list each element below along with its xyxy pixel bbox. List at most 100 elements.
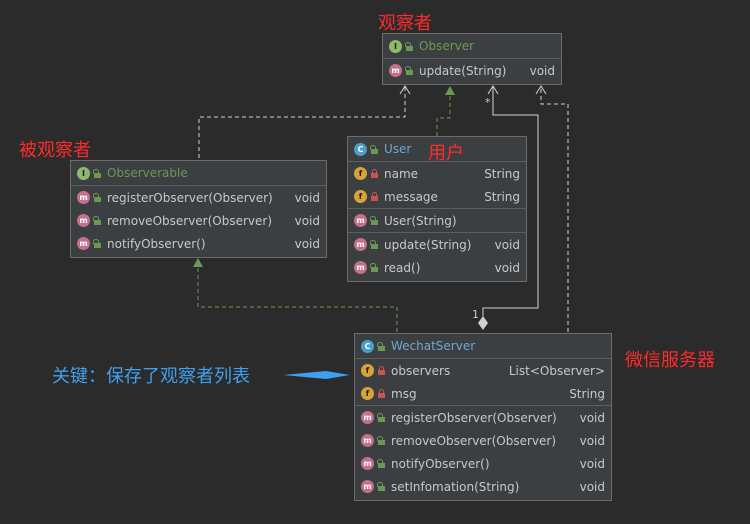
field-icon: f <box>361 387 374 400</box>
method-icon: m <box>354 261 367 274</box>
field-name: name <box>384 166 419 181</box>
wechat-server-title: WechatServer <box>391 339 476 353</box>
method-type: void <box>579 456 605 471</box>
field-row[interactable]: f message String <box>348 185 526 208</box>
method-row[interactable]: m notifyObserver() void <box>355 452 611 475</box>
field-type: String <box>569 386 605 401</box>
observerable-class-box[interactable]: I Observerable m registerObserver(Observ… <box>70 160 327 258</box>
observerable-methods: m registerObserver(Observer) void m remo… <box>71 186 326 255</box>
method-icon: m <box>77 237 90 250</box>
observerable-implements-observer-line <box>198 86 406 158</box>
observer-class-box[interactable]: I Observer m update(String) void <box>382 33 562 85</box>
class-icon: C <box>361 339 374 353</box>
open-arrowhead <box>399 85 411 95</box>
field-row[interactable]: f msg String <box>355 382 611 405</box>
method-icon: m <box>354 238 367 251</box>
method-name: removeObserver(Observer) <box>107 213 273 228</box>
method-row[interactable]: m notifyObserver() void <box>71 232 326 255</box>
method-row[interactable]: m registerObserver(Observer) void <box>355 406 611 429</box>
wechat-server-header: C WechatServer <box>355 334 611 359</box>
method-type: void <box>294 236 320 251</box>
class-icon: C <box>354 142 367 156</box>
wechat-server-methods: m registerObserver(Observer) void m remo… <box>355 406 611 498</box>
public-lock-icon <box>93 193 101 202</box>
method-name: update(String) <box>384 237 472 252</box>
key-note-arrow <box>283 371 350 379</box>
method-type: void <box>494 260 520 275</box>
field-name: observers <box>391 363 451 378</box>
method-icon: m <box>77 214 90 227</box>
open-arrowhead <box>487 85 499 95</box>
method-name: registerObserver(Observer) <box>391 410 557 425</box>
field-type: String <box>484 166 520 181</box>
observer-header: I Observer <box>383 34 561 59</box>
user-title: User <box>384 142 412 156</box>
method-icon: m <box>361 434 374 447</box>
public-lock-icon <box>377 436 385 445</box>
method-name: setInfomation(String) <box>391 479 520 494</box>
method-name: notifyObserver() <box>107 236 206 251</box>
private-lock-icon <box>377 389 385 398</box>
user-fields: f name String f message String <box>348 162 526 209</box>
method-icon: m <box>389 64 402 77</box>
method-name: registerObserver(Observer) <box>107 190 273 205</box>
method-icon: m <box>361 411 374 424</box>
method-type: void <box>294 213 320 228</box>
method-row[interactable]: m read() void <box>348 256 526 279</box>
user-annotation: 用户 <box>428 143 464 164</box>
interface-icon: I <box>389 39 402 53</box>
method-type: void <box>579 433 605 448</box>
method-row[interactable]: m update(String) void <box>348 233 526 256</box>
field-icon: f <box>361 364 374 377</box>
public-lock-icon <box>405 41 413 51</box>
method-name: removeObserver(Observer) <box>391 433 557 448</box>
method-row[interactable]: m removeObserver(Observer) void <box>355 429 611 452</box>
open-arrowhead <box>535 85 547 95</box>
method-icon: m <box>361 457 374 470</box>
observer-methods: m update(String) void <box>383 59 561 82</box>
user-class-box[interactable]: C User f name String f message String m … <box>347 136 527 282</box>
field-name: msg <box>391 386 417 401</box>
method-name: notifyObserver() <box>391 456 490 471</box>
observer-annotation: 观察者 <box>378 13 432 34</box>
method-icon: m <box>77 191 90 204</box>
field-type: String <box>484 189 520 204</box>
user-methods: m update(String) void m read() void <box>348 233 526 279</box>
interface-icon: I <box>77 166 90 180</box>
server-annotation: 微信服务器 <box>625 350 715 371</box>
field-icon: f <box>354 167 367 180</box>
user-constructors: m User(String) <box>348 209 526 233</box>
method-icon: m <box>354 214 367 227</box>
public-lock-icon <box>370 144 378 154</box>
wechat-server-class-box[interactable]: C WechatServer f observers List<Observer… <box>354 333 612 501</box>
public-lock-icon <box>377 482 385 491</box>
field-row[interactable]: f observers List<Observer> <box>355 359 611 382</box>
server-aggregates-observer-line <box>482 86 539 312</box>
server-dependency-observer-line <box>540 86 569 332</box>
public-lock-icon <box>93 216 101 225</box>
public-lock-icon <box>405 66 413 75</box>
field-icon: f <box>354 190 367 203</box>
green-hollow-arrowhead <box>445 86 455 95</box>
method-type: void <box>529 63 555 78</box>
method-row[interactable]: m setInfomation(String) void <box>355 475 611 498</box>
method-row[interactable]: m update(String) void <box>383 59 561 82</box>
public-lock-icon <box>377 459 385 468</box>
constructor-row[interactable]: m User(String) <box>348 209 526 232</box>
private-lock-icon <box>377 366 385 375</box>
method-row[interactable]: m removeObserver(Observer) void <box>71 209 326 232</box>
public-lock-icon <box>377 413 385 422</box>
method-name: read() <box>384 260 421 275</box>
user-header: C User <box>348 137 526 162</box>
observer-title: Observer <box>419 39 475 53</box>
public-lock-icon <box>93 239 101 248</box>
key-note-annotation: 关键：保存了观察者列表 <box>52 366 250 387</box>
observable-annotation: 被观察者 <box>19 140 91 161</box>
method-type: void <box>579 479 605 494</box>
wechat-server-fields: f observers List<Observer> f msg String <box>355 359 611 406</box>
public-lock-icon <box>370 216 378 225</box>
method-icon: m <box>361 480 374 493</box>
method-row[interactable]: m registerObserver(Observer) void <box>71 186 326 209</box>
field-row[interactable]: f name String <box>348 162 526 185</box>
